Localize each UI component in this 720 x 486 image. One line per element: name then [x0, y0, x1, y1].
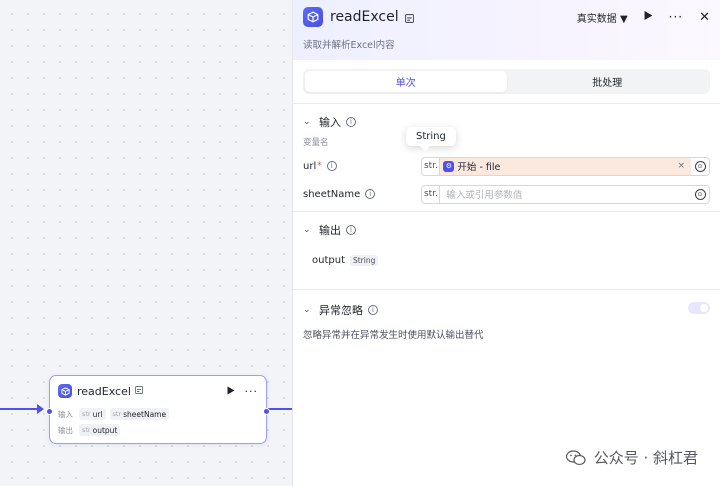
- clear-icon[interactable]: ×: [677, 161, 685, 171]
- caret-down-icon: ▼: [619, 13, 628, 25]
- param-row-sheetname: sheetName i str. 输入或引用参数值 ⊙: [303, 182, 710, 206]
- more-options-icon[interactable]: ···: [668, 10, 684, 24]
- info-icon[interactable]: i: [346, 117, 356, 127]
- exception-section-header[interactable]: ⌄ 异常忽略 i: [303, 302, 710, 318]
- run-mode-tabs: 单次 批处理: [303, 69, 710, 94]
- output-type-tag: String: [349, 254, 379, 266]
- input-section-header[interactable]: ⌄ 输入 i: [303, 114, 710, 130]
- node-config-panel: readExcel 真实数据 ▼ ··· ✕ 读取并解析Excel内容 单次 批…: [292, 0, 720, 486]
- run-icon[interactable]: [644, 10, 653, 24]
- sheetname-value-input[interactable]: str. 输入或引用参数值 ⊙: [421, 184, 710, 204]
- input-placeholder[interactable]: 输入或引用参数值: [446, 190, 523, 201]
- info-icon[interactable]: i: [368, 305, 378, 315]
- type-tag[interactable]: str.: [422, 185, 441, 203]
- incoming-edge[interactable]: [0, 408, 38, 410]
- url-value-input[interactable]: str. ⚙ 开始 - file × ⊙: [421, 156, 710, 176]
- panel-description[interactable]: 读取并解析Excel内容: [303, 40, 395, 51]
- chevron-down-icon[interactable]: ⌄: [303, 225, 311, 235]
- start-node-icon: ⚙: [443, 160, 455, 172]
- plugin-box-icon: [58, 384, 72, 398]
- info-icon[interactable]: i: [326, 161, 337, 171]
- input-port[interactable]: [46, 408, 53, 415]
- run-node-icon[interactable]: [227, 385, 235, 398]
- output-item: output String: [303, 252, 710, 268]
- incoming-edge-arrow: [37, 404, 44, 414]
- variable-picker-icon[interactable]: ⊙: [691, 186, 709, 203]
- note-icon[interactable]: [404, 8, 414, 27]
- input-section-title: 输入: [319, 116, 341, 129]
- node-output-label: 输出: [58, 425, 73, 435]
- chevron-down-icon[interactable]: ⌄: [303, 305, 311, 315]
- variable-picker-icon[interactable]: ⊙: [691, 158, 709, 175]
- exception-section-title: 异常忽略: [319, 304, 363, 317]
- param-name: sheetName: [303, 188, 361, 200]
- tab-single[interactable]: 单次: [305, 71, 507, 92]
- output-port[interactable]: [263, 408, 270, 415]
- exception-ignore-toggle[interactable]: [688, 302, 710, 314]
- output-name: output: [312, 254, 345, 266]
- output-section: ⌄ 输出 i output String: [293, 212, 720, 290]
- output-section-title: 输出: [319, 224, 341, 237]
- type-tag[interactable]: str.: [422, 157, 441, 175]
- type-tooltip: String: [406, 127, 456, 151]
- panel-title[interactable]: readExcel: [330, 9, 399, 25]
- watermark-text: 公众号 · 斜杠君: [593, 449, 698, 467]
- output-section-header[interactable]: ⌄ 输出 i: [303, 222, 710, 238]
- data-mode-select[interactable]: 真实数据 ▼: [576, 13, 628, 25]
- input-section: ⌄ 输入 i 变量名 url* i str. ⚙ 开始 - file × ⊙ sh…: [293, 104, 720, 212]
- more-options-icon[interactable]: ···: [244, 384, 258, 398]
- reference-value: 开始 - file: [457, 162, 501, 173]
- required-mark: *: [317, 161, 322, 171]
- note-icon[interactable]: [134, 385, 143, 397]
- wechat-icon: [565, 449, 586, 465]
- param-name: url: [303, 160, 317, 172]
- watermark: 公众号 · 斜杠君: [565, 447, 698, 468]
- node-input-label: 输入: [58, 409, 73, 419]
- info-icon[interactable]: i: [365, 189, 376, 199]
- param-row-url: url* i str. ⚙ 开始 - file × ⊙: [303, 154, 710, 178]
- variable-name-column-label: 变量名: [303, 138, 329, 148]
- exception-section: ⌄ 异常忽略 i 忽略异常并在异常发生时使用默认输出替代: [293, 290, 720, 347]
- info-icon[interactable]: i: [346, 225, 356, 235]
- close-icon[interactable]: ✕: [699, 9, 710, 25]
- plugin-box-icon: [303, 7, 323, 27]
- panel-header: readExcel 真实数据 ▼ ··· ✕ 读取并解析Excel内容: [293, 0, 720, 60]
- outgoing-edge[interactable]: [268, 408, 292, 410]
- exception-description: 忽略异常并在异常发生时使用默认输出替代: [303, 330, 484, 341]
- chevron-down-icon[interactable]: ⌄: [303, 117, 311, 127]
- node-title: readExcel: [77, 384, 131, 398]
- tab-batch[interactable]: 批处理: [592, 78, 623, 89]
